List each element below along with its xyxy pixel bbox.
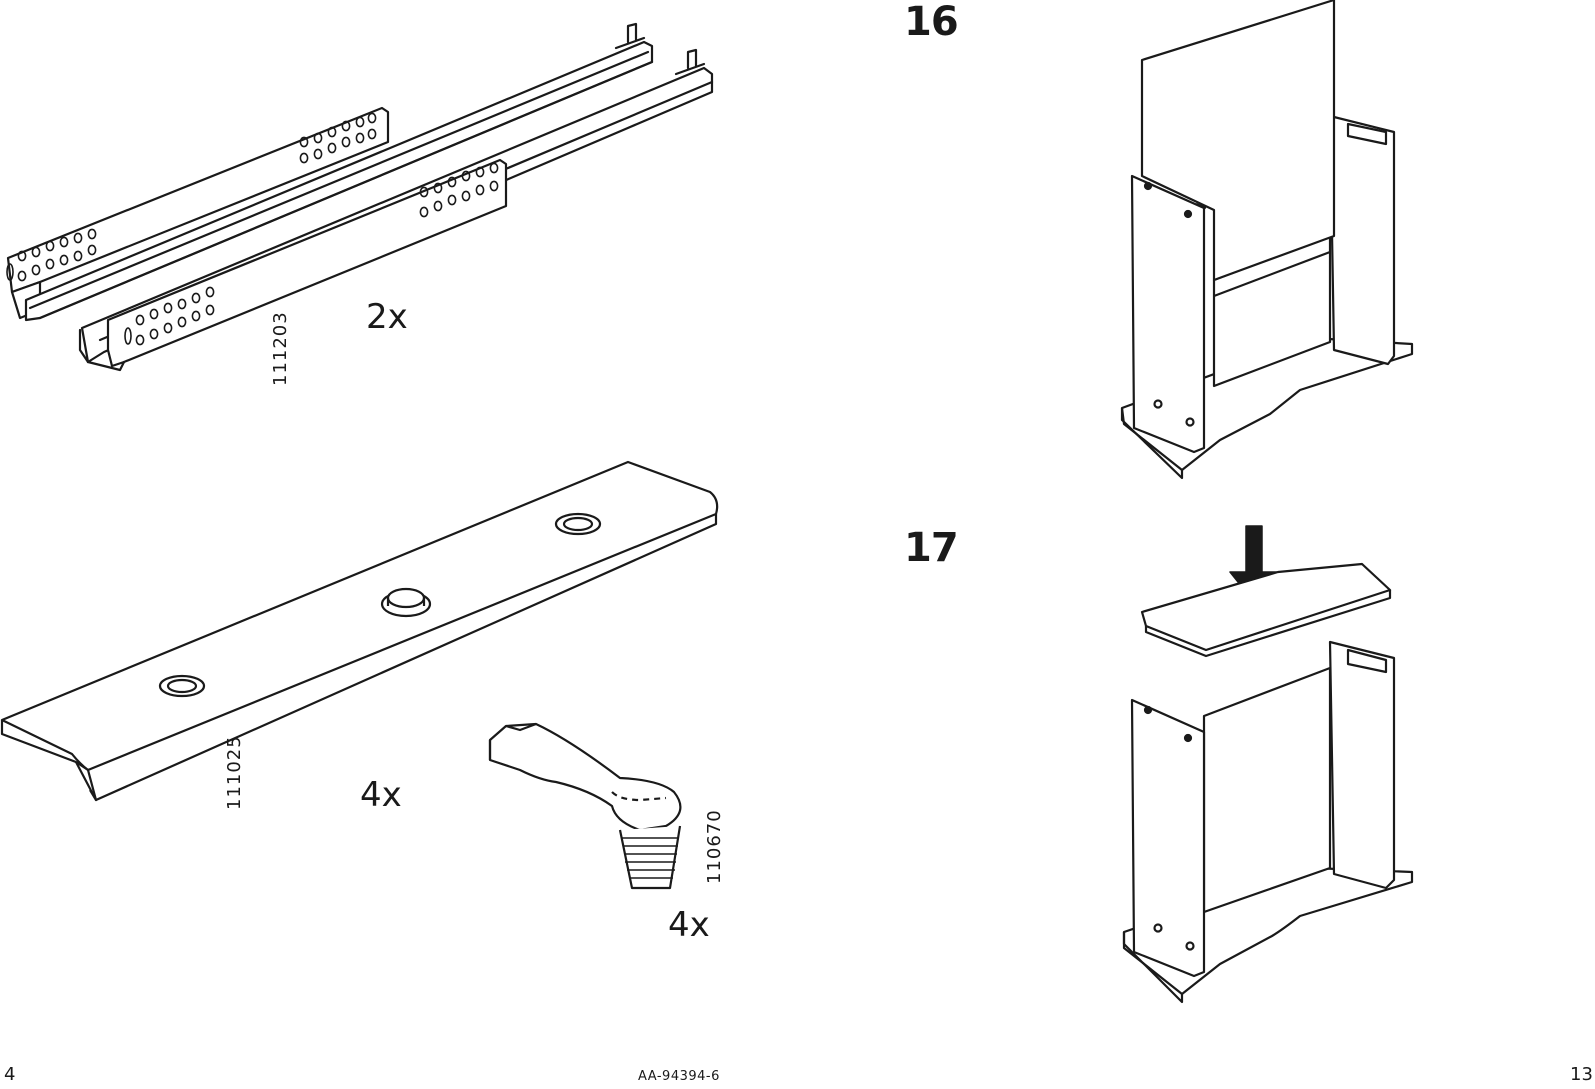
foot-quantity: 4x [668,905,710,945]
support-rail-illustration [0,460,719,802]
left-page-number: 4 [4,1064,16,1085]
drawer-runner-illustration [6,22,714,372]
step17-illustration [1122,525,1414,1004]
step-16-number: 16 [904,0,959,45]
rail-article-number: 111025 [224,735,245,810]
leveling-foot-illustration [488,722,682,890]
right-page-number: 13 [1570,1064,1593,1085]
document-code: AA-94394-6 [638,1069,720,1084]
runner-article-number: 111203 [270,311,291,386]
foot-article-number: 110670 [704,809,725,884]
step-17-number: 17 [904,525,959,571]
runner-quantity: 2x [366,297,408,337]
hole-pattern [6,112,377,282]
step16-illustration [1120,0,1414,480]
rail-quantity: 4x [360,775,402,815]
hole-pattern [124,162,499,346]
